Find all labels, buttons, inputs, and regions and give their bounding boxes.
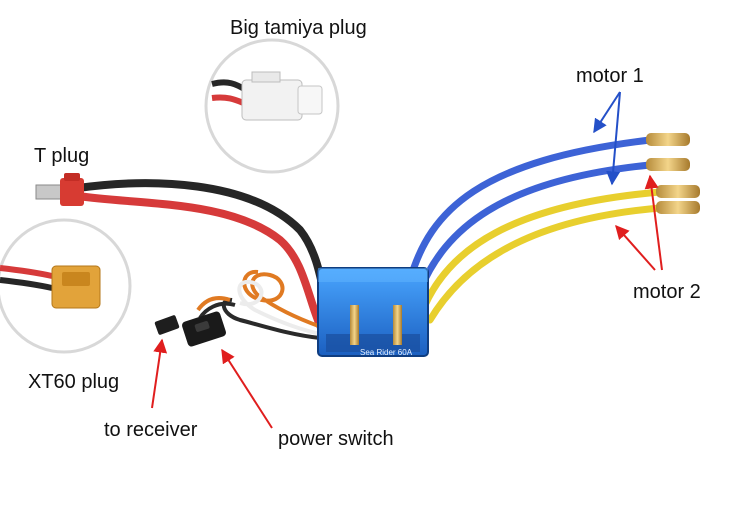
bullet-connectors <box>646 133 700 214</box>
arrow-motor2-a <box>615 224 656 271</box>
arrow-motor1-a <box>593 91 621 134</box>
xt60-plug-inset <box>0 218 132 354</box>
t-plug-connector-icon <box>35 173 84 206</box>
arrow-motor1-b <box>606 91 621 186</box>
label-big-tamiya-plug: Big tamiya plug <box>230 17 367 39</box>
label-motor-1: motor 1 <box>576 65 644 87</box>
cooling-nozzle-right <box>393 305 402 345</box>
label-power-switch: power switch <box>278 428 394 450</box>
tamiya-connector-icon <box>241 71 323 121</box>
label-to-receiver: to receiver <box>104 419 198 441</box>
red-wire <box>74 192 326 334</box>
label-t-plug: T plug <box>34 145 90 167</box>
yellow-motor-wires <box>421 188 664 324</box>
arrow-receiver <box>151 338 168 409</box>
power-switch-icon <box>182 311 226 347</box>
cooling-nozzle-left <box>350 305 359 345</box>
blue-motor-wires <box>406 136 654 294</box>
tamiya-plug-inset <box>204 38 340 174</box>
arrow-motor2-b <box>644 174 663 271</box>
arrow-switch <box>221 348 273 429</box>
label-motor-2: motor 2 <box>633 281 701 303</box>
signal-wire-coils <box>196 269 331 340</box>
annotation-arrows <box>151 91 663 429</box>
esc-label: Sea Rider 60A <box>360 348 413 357</box>
xt60-connector-icon <box>51 265 101 309</box>
receiver-plug-icon <box>154 315 180 335</box>
label-xt60-plug: XT60 plug <box>28 371 120 393</box>
esc-body <box>317 267 429 357</box>
